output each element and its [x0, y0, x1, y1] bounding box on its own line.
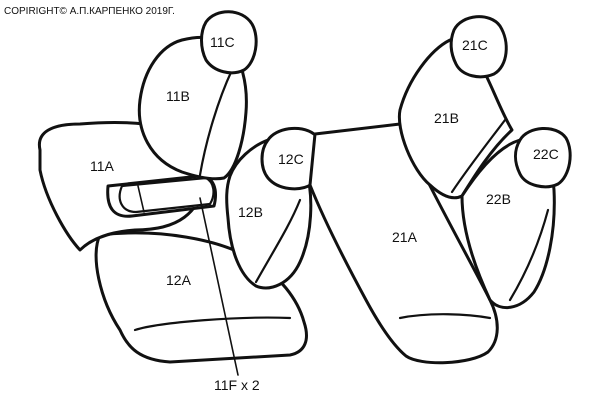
- armrest-top: [118, 176, 215, 214]
- label-22c: 22C: [533, 146, 559, 162]
- backrest-21b-seam: [450, 118, 507, 194]
- leader-11f: [199, 197, 239, 376]
- headrest-22c: [514, 127, 572, 189]
- label-11b: 11B: [166, 88, 190, 104]
- left-bench-group: [37, 10, 324, 376]
- armrest-seam: [137, 185, 145, 213]
- backrest-21a: [308, 122, 499, 365]
- label-11c: 11C: [210, 34, 235, 50]
- label-22b: 22B: [486, 191, 511, 207]
- backrest-12b-seam: [254, 198, 302, 284]
- cushion-12a-front-seam: [133, 316, 292, 332]
- headrest-21c: [449, 15, 508, 79]
- label-12c: 12C: [278, 151, 304, 167]
- label-12a: 12A: [166, 272, 192, 288]
- label-11f: 11F x 2: [214, 377, 260, 393]
- label-21b: 21B: [434, 110, 459, 126]
- backrest-21a-bottom-seam: [398, 313, 492, 320]
- backrest-22b-seam: [508, 208, 550, 302]
- headrest-11c: [200, 10, 258, 75]
- right-bench-group: [308, 15, 572, 365]
- label-11a: 11A: [90, 158, 115, 174]
- backrest-11b-side-seam: [198, 68, 234, 177]
- label-21a: 21A: [392, 229, 418, 245]
- copyright-text: COPIRIGHT© А.П.КАРПЕНКО 2019Г.: [4, 6, 175, 17]
- label-21c: 21C: [462, 37, 488, 53]
- label-12b: 12B: [238, 204, 263, 220]
- backrest-21b: [397, 38, 514, 200]
